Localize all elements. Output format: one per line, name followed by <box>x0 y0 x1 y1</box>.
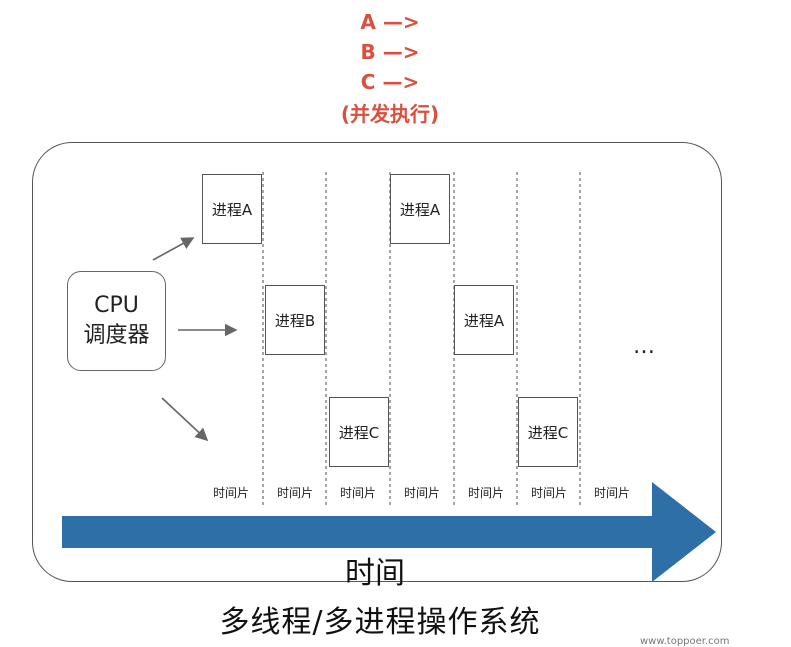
time-slice-label: 时间片 <box>530 486 567 500</box>
time-axis-label: 时间 <box>345 556 405 591</box>
process-box-1: 进程A <box>202 174 262 244</box>
process-box-3: 进程C <box>329 397 389 467</box>
time-slice-label: 时间片 <box>593 486 630 500</box>
watermark: www.toppoer.com <box>640 636 730 647</box>
process-label: 进程C <box>338 423 380 442</box>
process-label: 进程A <box>463 311 505 330</box>
time-slice-label: 时间片 <box>276 486 313 500</box>
scheduler-label: 调度器 <box>83 323 150 348</box>
arrow-to-process-a <box>152 237 195 261</box>
header-line-c: C —> <box>360 70 420 94</box>
time-slice-label: 时间片 <box>339 486 376 500</box>
cpu-label: CPU <box>94 293 139 318</box>
time-slice-label: 时间片 <box>467 486 504 500</box>
cpu-scheduler: CPU 调度器 <box>67 271 166 371</box>
process-box-5: 进程A <box>454 285 514 355</box>
header-line-a: A —> <box>360 10 420 34</box>
arrow-to-process-c <box>161 397 209 442</box>
header-concurrent-label: (并发执行) <box>340 102 440 126</box>
process-label: 进程A <box>211 200 253 219</box>
time-slice-label: 时间片 <box>212 486 249 500</box>
time-arrow <box>62 482 716 582</box>
header-line-b: B —> <box>360 40 420 64</box>
process-label: 进程C <box>527 423 569 442</box>
continuation-ellipsis: … <box>633 334 658 359</box>
process-box-2: 进程B <box>265 285 325 355</box>
time-slice-label: 时间片 <box>403 486 440 500</box>
os-frame <box>32 142 722 582</box>
process-label: 进程B <box>274 311 316 330</box>
process-label: 进程A <box>399 200 441 219</box>
diagram-caption: 多线程/多进程操作系统 <box>219 605 541 640</box>
process-box-4: 进程A <box>390 174 450 244</box>
process-box-6: 进程C <box>518 397 578 467</box>
